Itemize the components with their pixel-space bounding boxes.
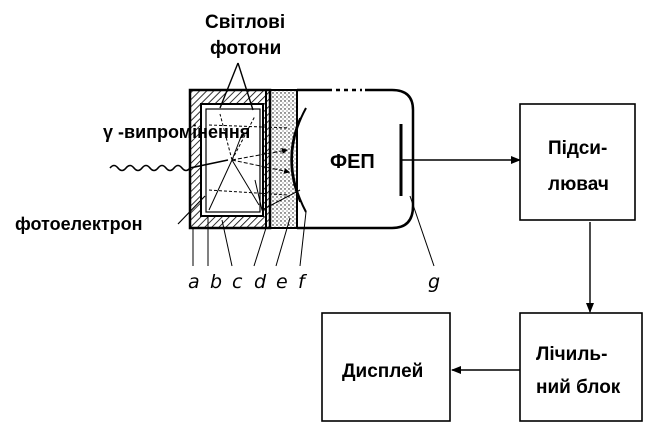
- photomultiplier-tube: [290, 88, 415, 230]
- photoelectron-pointer: [177, 195, 206, 225]
- light-photons-label-line1: Світлові: [205, 12, 285, 33]
- counter-label-line2: ний блок: [536, 377, 621, 398]
- light-photons-label-line2: фотони: [210, 38, 281, 59]
- light-rays: [208, 113, 301, 211]
- part-letter-a: a: [188, 271, 200, 293]
- pmt-label: ФЕП: [330, 151, 375, 173]
- photoelectron-label: фотоелектрон: [15, 214, 143, 234]
- counter-block: [519, 312, 643, 422]
- display-label: Дисплей: [342, 361, 423, 382]
- part-letter-g: g: [428, 271, 440, 293]
- amplifier-label-line2: лювач: [548, 174, 609, 195]
- amplifier-block: [519, 103, 636, 221]
- part-letter-f: f: [298, 271, 308, 293]
- part-letter-c: c: [232, 271, 243, 293]
- gamma-radiation-label: γ -випромінення: [103, 122, 250, 142]
- part-leaders: [192, 195, 435, 267]
- part-letter-e: e: [276, 271, 288, 293]
- amplifier-label-line1: Підси-: [548, 138, 607, 159]
- counter-label-line1: Лічиль-: [536, 344, 607, 365]
- light-photons-pointers: [219, 62, 254, 111]
- scintillator-housing: [188, 88, 272, 230]
- gamma-wave: [109, 159, 229, 172]
- part-letter-b: b: [210, 271, 222, 293]
- display-block: [321, 312, 451, 422]
- part-letter-d: d: [254, 271, 267, 293]
